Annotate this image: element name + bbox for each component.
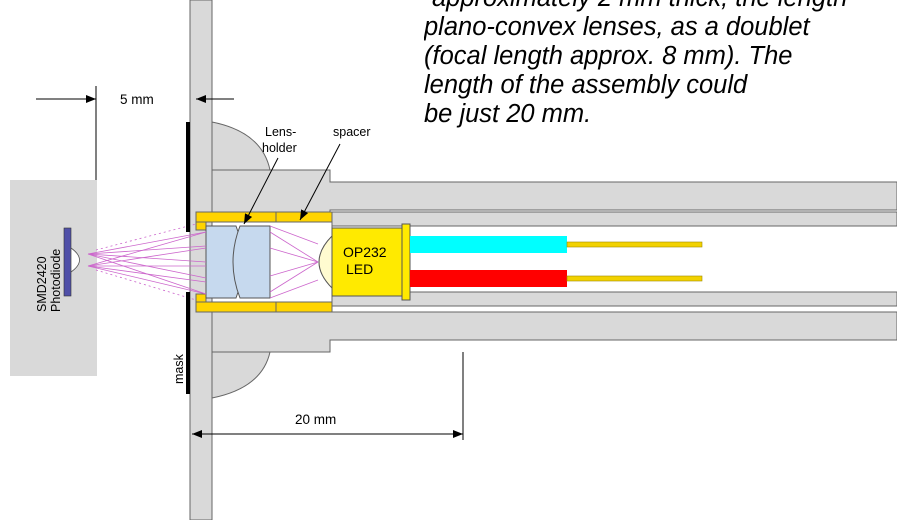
caption-line-2: plano-convex lenses, as a doublet (424, 13, 810, 41)
led-pin-lower (566, 275, 703, 282)
outer-tube-lower (211, 305, 897, 353)
caption-line-4: length of the assembly could (424, 71, 748, 99)
spacer-leader (299, 143, 341, 221)
mask-lower (186, 292, 190, 394)
acceptance-cone (95, 223, 197, 301)
dim-5mm (36, 86, 234, 180)
photodiode-chip (63, 227, 72, 297)
photodiode-label-1: SMD2420 (35, 256, 49, 312)
caption-line-3: (focal length approx. 8 mm). The (424, 42, 793, 70)
photodiode-label-2: Photodiode (49, 249, 63, 312)
dim-20mm-label: 20 mm (295, 412, 336, 427)
lensholder-label-1: Lens- (265, 125, 296, 139)
lens-holder-step-bottom (195, 293, 207, 303)
lensholder-label-2: holder (262, 141, 297, 155)
lensholder-leader (243, 157, 279, 225)
spacer-label: spacer (333, 125, 371, 139)
caption-line-5: be just 20 mm. (424, 100, 592, 128)
led-lead-cyan (410, 236, 567, 253)
led-dome (318, 234, 333, 290)
spacer-top (275, 211, 333, 223)
mask-label: mask (172, 353, 186, 384)
led-label-2: LED (346, 261, 373, 277)
caption-line-1: approximately 2 mm thick, the length (424, 0, 897, 13)
led-sleeve-lower (331, 291, 897, 307)
lens-2 (232, 225, 271, 299)
caption-text: approximately 2 mm thick, the length pla… (424, 0, 897, 164)
lens-holder-step-top (195, 221, 207, 231)
led-lead-red (410, 270, 567, 287)
led-sleeve-upper (331, 211, 897, 227)
photodiode-lens (70, 247, 80, 273)
spacer-bottom (275, 301, 333, 313)
lower-flange (211, 351, 271, 399)
led-label-1: OP232 (343, 244, 387, 260)
light-rays (87, 225, 319, 299)
lens-holder-bottom (195, 301, 277, 313)
dim-5mm-label: 5 mm (120, 92, 154, 107)
lens-holder-top (195, 211, 277, 223)
mask-upper (186, 122, 190, 232)
photodiode-board (10, 180, 97, 376)
led-pin-upper (566, 241, 703, 248)
dim-20mm (192, 352, 464, 440)
led-rim (401, 223, 411, 301)
